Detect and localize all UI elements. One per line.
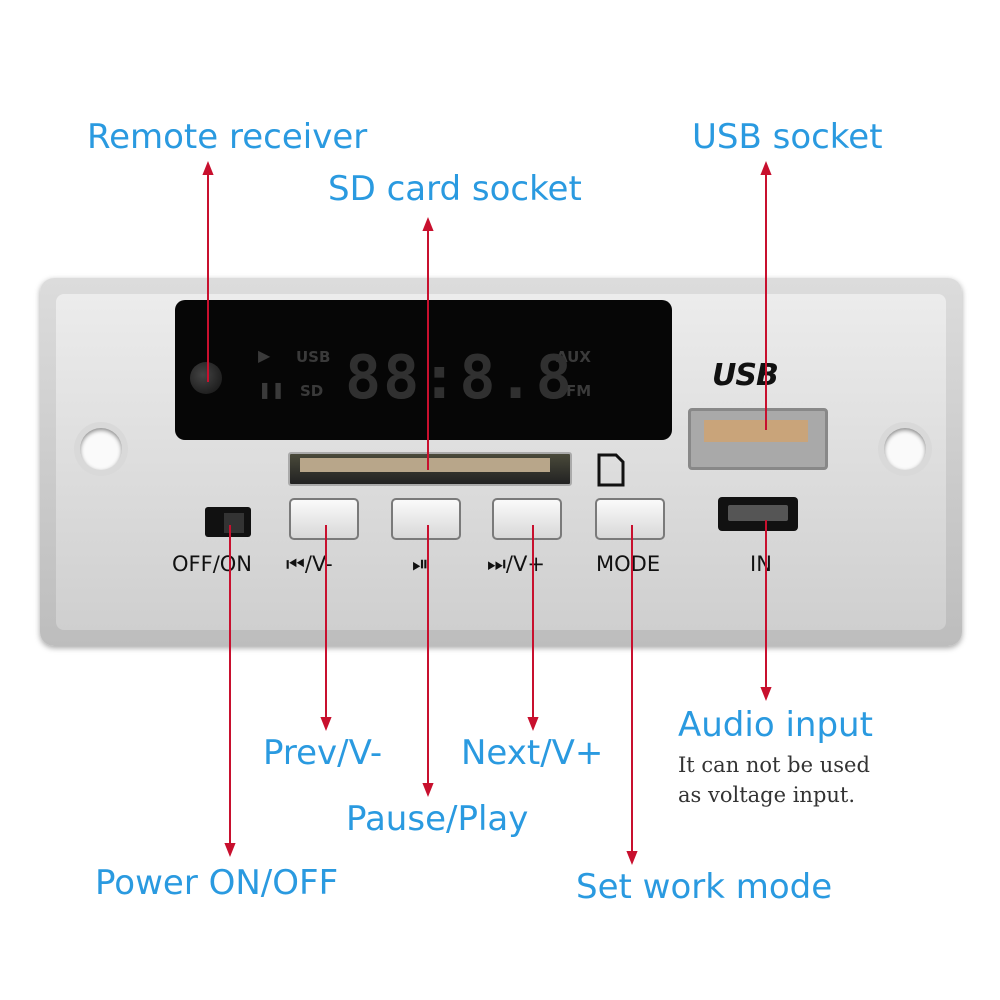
label-off-on: OFF/ON xyxy=(172,552,253,576)
mode-button[interactable] xyxy=(595,498,665,540)
play-indicator-icon: ▶ xyxy=(258,346,271,365)
pause-indicator-icon: ❚❚ xyxy=(258,380,285,399)
display-tag-sd: SD xyxy=(300,382,324,400)
callout-usb-socket: USB socket xyxy=(692,117,883,157)
next-button[interactable] xyxy=(492,498,562,540)
label-mode: MODE xyxy=(596,552,661,576)
callout-pause-play: Pause/Play xyxy=(346,799,529,839)
callout-sd-card-socket: SD card socket xyxy=(328,169,582,209)
prev-button[interactable] xyxy=(289,498,359,540)
display-tag-fm: FM xyxy=(566,382,592,400)
mounting-hole-left xyxy=(80,428,122,470)
audio-input-port-contacts xyxy=(728,505,788,521)
callout-remote-receiver: Remote receiver xyxy=(87,117,368,157)
callout-set-work-mode: Set work mode xyxy=(576,867,833,907)
sd-card-contacts xyxy=(300,458,550,472)
callout-audio-input: Audio input xyxy=(678,705,873,745)
callout-prev: Prev/V- xyxy=(263,733,383,773)
callout-next: Next/V+ xyxy=(461,733,604,773)
display-tag-aux: AUX xyxy=(556,348,591,366)
audio-input-note-line-2: as voltage input. xyxy=(678,783,856,807)
label-play-pause: ⏯ xyxy=(412,552,429,576)
audio-input-note-line-1: It can not be used xyxy=(678,753,870,777)
callout-power: Power ON/OFF xyxy=(95,863,339,903)
mounting-hole-right xyxy=(884,428,926,470)
sd-card-icon xyxy=(597,453,625,487)
usb-logo: USB xyxy=(712,358,779,393)
display-digits: 88:8.8 xyxy=(345,343,574,413)
play-pause-button[interactable] xyxy=(391,498,461,540)
led-display xyxy=(175,300,672,440)
usb-port-tongue xyxy=(704,420,808,442)
display-tag-usb: USB xyxy=(296,348,331,366)
label-prev: ⏮/V- xyxy=(286,552,333,576)
remote-receiver-sensor xyxy=(190,362,222,394)
label-next: ⏭/V+ xyxy=(487,552,545,576)
